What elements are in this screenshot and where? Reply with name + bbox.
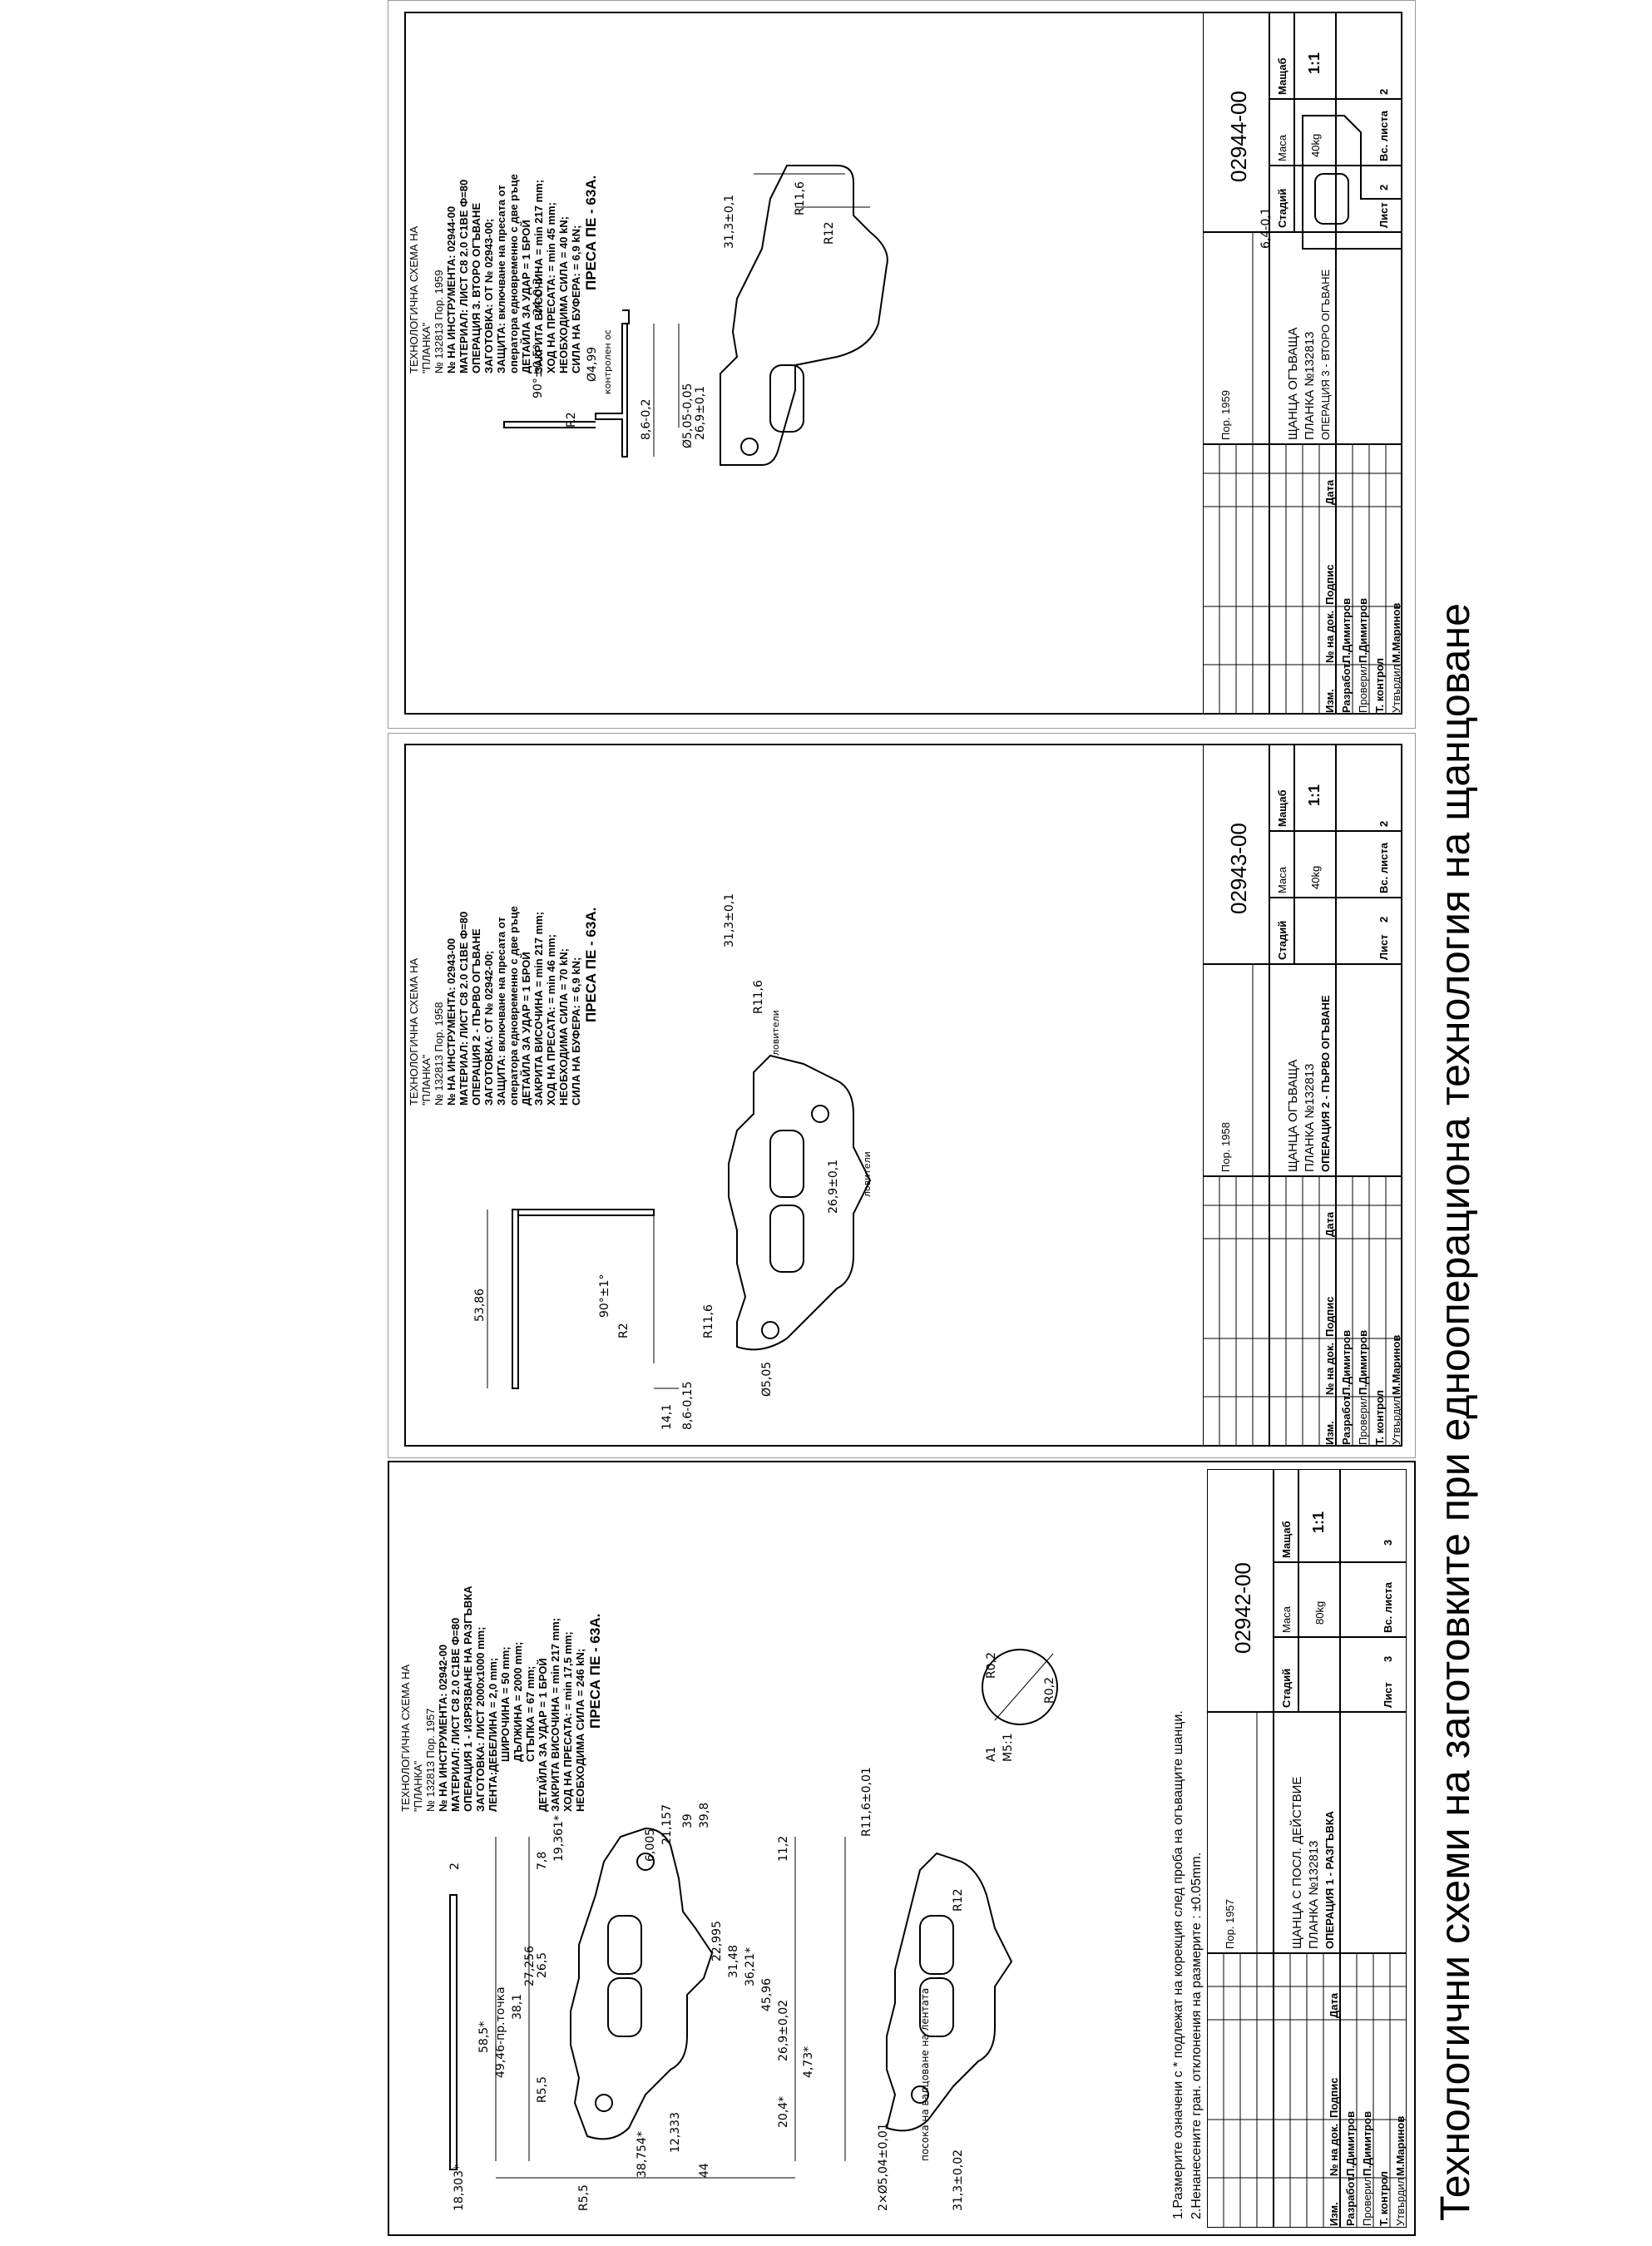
drawing-op2: 53,86 90°±1° R2 8,6-0,15 14,1 31,3±0,1 R… [473, 893, 873, 1431]
titleblock-op2: Изм. № на док. Подпис Дата Разработ. П.Д… [1203, 744, 1402, 1447]
sheet-outer-op2 [388, 733, 1416, 1458]
sheet-op2-content: ТЕХНОЛОГИЧНА СХЕМА НА "ПЛАНКА" № 132813 … [404, 744, 1402, 1447]
op2-dim-53-86: 53,86 [473, 1289, 487, 1322]
op3-dim-r2: R2 [565, 412, 578, 428]
op1-hole-2 [636, 1853, 655, 1871]
op2-dim-r2: R2 [617, 1323, 631, 1338]
op3-dim-r12: R12 [823, 221, 836, 245]
op2-dim-d5-05: Ø5,05 [760, 1362, 774, 1397]
op1-dim-21-157: 21,157 [660, 1804, 674, 1845]
sheet-outer-op3 [388, 0, 1416, 729]
op1-dim-38-754: 38,754* [636, 2131, 649, 2178]
op3-dim-24: 24-0,3 [532, 278, 545, 315]
op2-dim-catchers-b: ловители [862, 1151, 873, 1197]
op3-dim-8-6: 8,6-0,2 [640, 398, 653, 440]
op1-dim-45-96: 45,96 [760, 1978, 774, 2011]
page-caption: Технологични схеми на заготовките при ед… [1432, 603, 1478, 2221]
op1-dim-39: 39 [681, 1813, 695, 1828]
op1-dim-38-1: 38,1 [511, 1994, 524, 2020]
titleblock-op1: Изм. № на док. Подпис Дата Разработ. П.Д… [1207, 1469, 1407, 2228]
op3-dim-angle: 90°±0,5° [532, 344, 545, 398]
op1-dim-7-8: 7,8 [536, 1852, 549, 1870]
op2-hole [761, 1321, 779, 1339]
op1-part-view [885, 1852, 1013, 2132]
op1-slot-1 [607, 1977, 642, 2037]
op1-strip [449, 1894, 458, 2170]
op3-part-outline [720, 165, 888, 466]
op3-dim-d5-05: Ø5,05-0,05 [681, 383, 695, 448]
titleblock-op3: Изм. № на док. Подпис Дата Разработ. П.Д… [1203, 12, 1402, 715]
op1-blank-outline [570, 1827, 714, 2140]
op2-part-outline [728, 1054, 872, 1351]
op1-dim-27-256: 27,256 [523, 1946, 537, 1986]
op1-dim-36-21: 36,21* [744, 1947, 757, 1986]
op2-dim-catchers-a: ловители [770, 1010, 781, 1056]
op1-dim-26-9: 26,9±0,02 [777, 2000, 790, 2061]
op1-dim-r5-5-b: R5,5 [577, 2184, 591, 2211]
op1-dim-r0-2-a: R0,2 [985, 1652, 998, 1679]
op1-dim-19-361: 19,361* [552, 1815, 566, 1862]
op3-dim-r11-6: R11,6 [794, 181, 807, 215]
op1-dim-26-5: 26,5 [536, 1952, 549, 1978]
op1-detail-circle [982, 1649, 1058, 1725]
op3-dim-d4-99: Ø4,99 [586, 347, 599, 382]
op1-dim-58-5: 58,5* [477, 2021, 491, 2053]
op2-slot-2 [769, 1130, 804, 1198]
op2-dim-8-6: 8,6-0,15 [681, 1382, 695, 1431]
op1-dim-11-2: 11,2 [777, 1836, 790, 1862]
op1-dim-holes: 2×Ø5,04±0,01 [877, 2123, 890, 2211]
op3-slot [769, 364, 804, 433]
sheet-frame-op1 [388, 1461, 1416, 2236]
op2-dim-angle: 90°±1° [598, 1274, 611, 1318]
op2-dim-r11-6-a: R11,6 [752, 980, 765, 1014]
op2-profile-leg [518, 1209, 655, 1216]
op1-dim-31-3: 31,3±0,02 [952, 2150, 965, 2211]
op1-dim-31-48: 31,48 [727, 1945, 740, 1978]
sheet-op3-content: ТЕХНОЛОГИЧНА СХЕМА НА "ПЛАНКА" № 132813 … [404, 12, 1402, 715]
op1-slot-2 [607, 1915, 642, 1975]
op1-dim-18-303: 18,303* [453, 2164, 466, 2211]
op3-dim-26-9: 26,9±0,1 [694, 386, 707, 440]
op1-dim-4-73: 4,73* [802, 2046, 815, 2078]
op1-notes: 1.Размерите означени с * подлежат на кор… [1171, 1710, 1204, 2219]
op1-dim-39-8: 39,8 [698, 1803, 711, 1828]
op1-hole-1 [595, 2094, 613, 2112]
op3-hole [740, 438, 759, 456]
op1-dim-r0-2-b: R0,2 [1043, 1677, 1056, 1704]
op3-dim-control: контролен ос [602, 329, 613, 394]
op2-profile [512, 1209, 519, 1389]
op2-dim-31-3: 31,3±0,1 [723, 893, 736, 947]
op1-dim-22-995: 22,995 [710, 1921, 724, 1962]
op1-dim-6-005: 6,005 [644, 1828, 657, 1862]
op1-dim-r11-6: R11,6±0,01 [860, 1767, 873, 1837]
op1-dim-20-4: 20,4* [777, 2096, 790, 2128]
op2-dim-r11-6-b: R11,6 [702, 1304, 715, 1338]
op3-dim-31-3: 31,3±0,1 [723, 195, 736, 249]
op1-dim-44: 44 [698, 2163, 711, 2178]
op2-slot-1 [769, 1205, 804, 1273]
op1-rolling-direction: посока на валцоване на лентата [919, 1988, 931, 2161]
op1-dim-r5-5-a: R5,5 [536, 2076, 549, 2103]
op1-detail-a1: A1 [985, 1747, 998, 1762]
op1-dim-49-46: 49,46-пр.точка [494, 1986, 507, 2078]
op1-dim-12-333: 12,333 [669, 2112, 682, 2153]
op1-detail-scale: M5:1 [1002, 1733, 1015, 1762]
sheet-op1-content: ТЕХНОЛОГИЧНА СХЕМА НА "ПЛАНКА" № 132813 … [396, 1469, 1407, 2228]
op2-dim-26-9: 26,9±0,1 [827, 1160, 840, 1214]
op3-profile-leg [503, 421, 596, 428]
drawing-op1: 58,5* 49,46-пр.точка 38,1 27,256 26,5 7,… [448, 1649, 1058, 2211]
op1-dim-r12: R12 [952, 1888, 965, 1912]
op1-dim-thickness: 2 [448, 1863, 462, 1870]
op2-dim-14-1: 14,1 [660, 1404, 674, 1430]
